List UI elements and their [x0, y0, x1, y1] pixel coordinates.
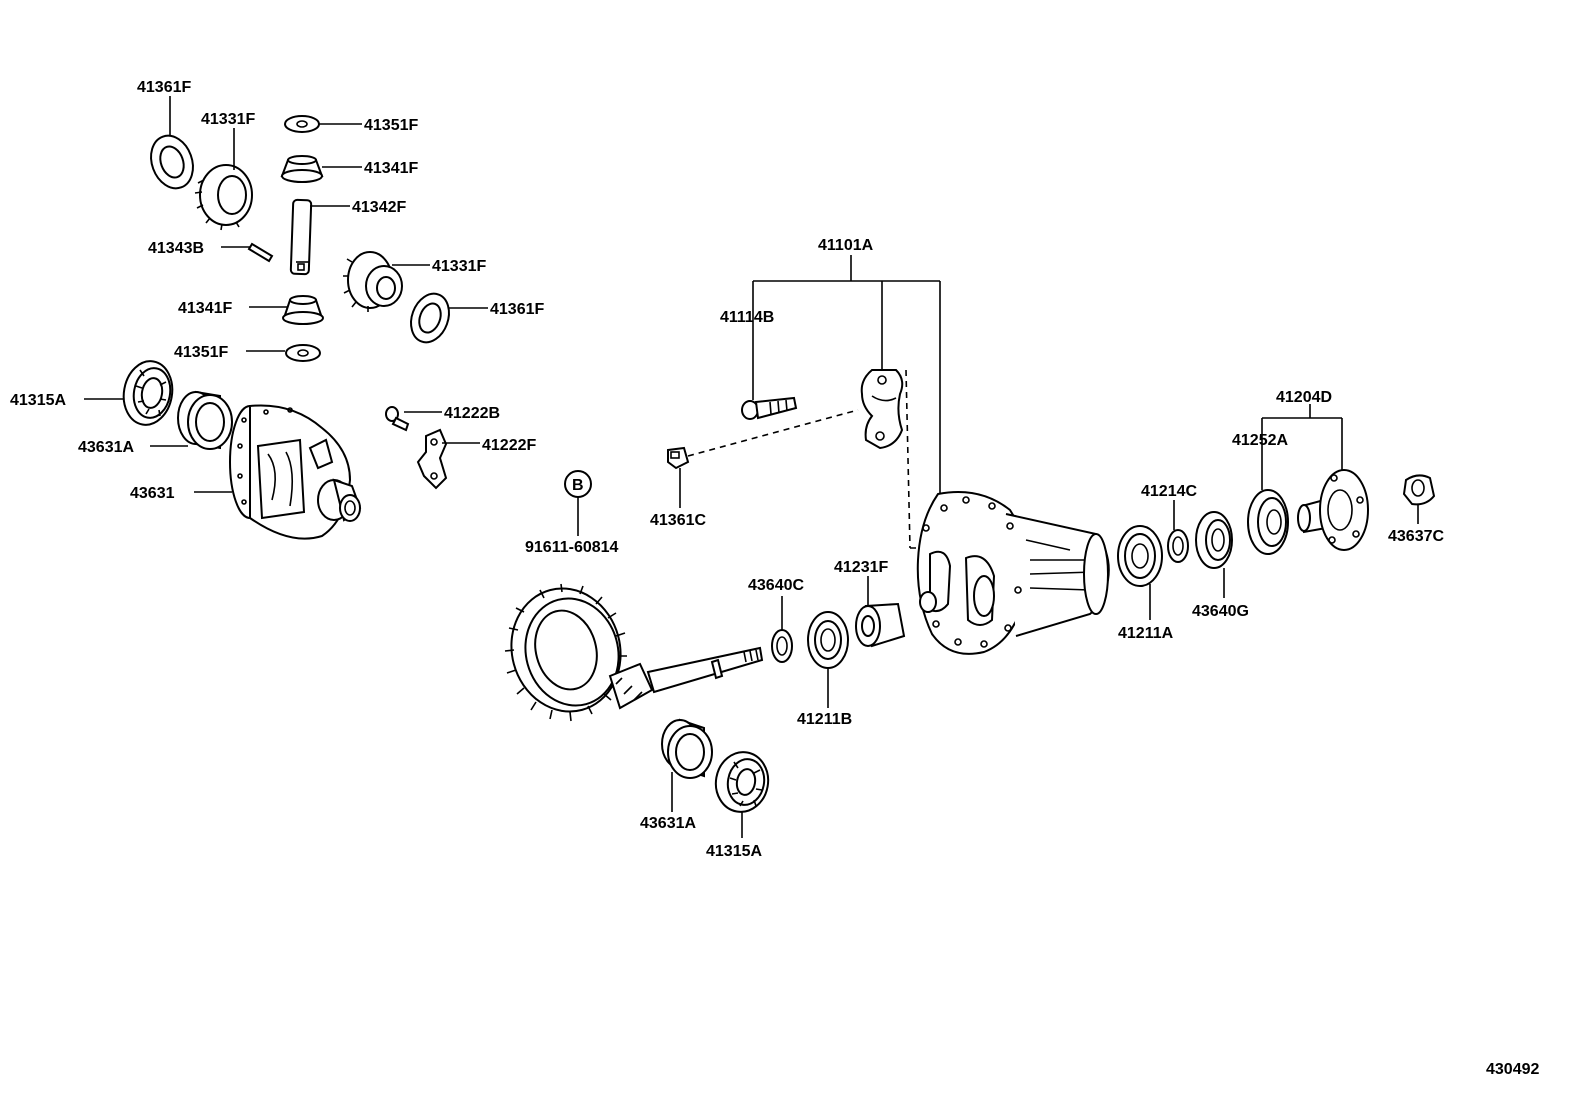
bearing-41211a[interactable] [1117, 525, 1163, 587]
group-bracket-41101a [752, 255, 941, 494]
label-41252a: 41252A [1232, 432, 1288, 449]
bearing-cone-41315a-left[interactable] [119, 357, 177, 428]
flange-nut-43637c[interactable] [1402, 474, 1436, 506]
label-43640g: 43640G [1192, 603, 1249, 620]
adjusting-nut-lock-41361c[interactable] [667, 446, 690, 470]
pinion-gear-41341f-lower[interactable] [282, 295, 324, 325]
pinion-washer-41351f-lower[interactable] [285, 344, 321, 362]
washer-41214c[interactable] [1167, 529, 1189, 563]
pinion-washer-41351f-upper[interactable] [284, 115, 320, 133]
bearing-cup-43631a-lower[interactable] [661, 718, 713, 779]
companion-flange[interactable] [1297, 469, 1369, 551]
bolt-41222b[interactable] [385, 406, 410, 432]
label-41341f-upper: 41341F [364, 160, 418, 177]
bearing-cap[interactable] [860, 369, 904, 450]
lock-pin-41343b[interactable] [247, 242, 274, 263]
label-41222f: 41222F [482, 437, 536, 454]
illustration-number: 430492 [1486, 1061, 1539, 1078]
bearing-41211b[interactable] [807, 611, 849, 669]
label-41222b: 41222B [444, 405, 500, 422]
label-41315a-lower: 41315A [706, 843, 762, 860]
label-41351f-upper: 41351F [364, 117, 418, 134]
label-41214c: 41214C [1141, 483, 1197, 500]
label-41341f-lower: 41341F [178, 300, 232, 317]
label-41361f-lower: 41361F [490, 301, 544, 318]
pinion-shaft-41342f[interactable] [289, 198, 313, 276]
dashed-fit-line-carrier [905, 369, 911, 549]
dashed-fit-line-adjuster [687, 409, 859, 457]
dust-deflector-41252a[interactable] [1247, 489, 1289, 555]
label-43637c: 43637C [1388, 528, 1444, 545]
label-43631a-lower: 43631A [640, 815, 696, 832]
pinion-gear-41341f-upper[interactable] [280, 155, 324, 183]
label-41351f-lower: 41351F [174, 344, 228, 361]
label-41343b: 41343B [148, 240, 204, 257]
label-41114b: 41114B [720, 309, 774, 326]
differential-case-43631[interactable] [229, 404, 362, 540]
ring-gear-and-drive-pinion[interactable] [498, 576, 764, 724]
spacer-41231f[interactable] [855, 602, 906, 648]
label-43640c: 43640C [748, 577, 804, 594]
bearing-cup-43631a-left[interactable] [177, 390, 233, 450]
oil-seal-43640g[interactable] [1195, 511, 1233, 569]
side-gear-41331f-lower[interactable] [343, 251, 403, 312]
differential-carrier-housing[interactable] [916, 491, 1110, 655]
label-43631a-left: 43631A [78, 439, 134, 456]
label-41361c: 41361C [650, 512, 706, 529]
bearing-cone-41315a-lower[interactable] [711, 748, 773, 816]
label-41211b: 41211B [797, 711, 852, 728]
label-41101a: 41101A [818, 237, 874, 254]
label-41331f-upper: 41331F [201, 111, 255, 128]
side-gear-41331f-upper[interactable] [194, 164, 253, 231]
label-41342f: 41342F [352, 199, 406, 216]
thrust-washer-41361f-lower[interactable] [405, 288, 456, 347]
washer-43640c[interactable] [771, 629, 793, 663]
label-41361f-upper: 41361F [137, 79, 191, 96]
group-bracket-41204d [1261, 404, 1343, 490]
label-91611-60814: 91611-60814 [525, 539, 619, 556]
reference-b-letter: B [572, 477, 584, 494]
lock-plate-41222f[interactable] [416, 428, 448, 490]
bearing-cap-bolt-41114b[interactable] [741, 396, 798, 420]
thrust-washer-41361f-upper[interactable] [144, 130, 200, 194]
label-41231f: 41231F [834, 559, 888, 576]
label-41211a: 41211A [1118, 625, 1174, 642]
label-41331f-lower: 41331F [432, 258, 486, 275]
label-41204d: 41204D [1276, 389, 1332, 406]
label-43631: 43631 [130, 485, 175, 502]
label-41315a-left: 41315A [10, 392, 66, 409]
